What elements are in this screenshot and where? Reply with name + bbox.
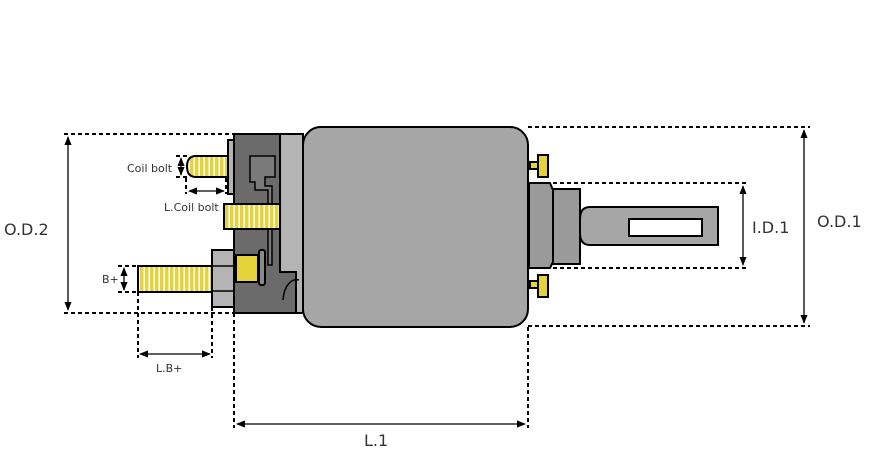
solenoid-body [302, 126, 529, 328]
b-plus-bolt [137, 265, 213, 293]
l1-label: L.1 [364, 431, 388, 450]
od1-label: O.D.1 [817, 212, 862, 231]
od2-label: O.D.2 [4, 220, 49, 239]
mounting-stud-top [537, 154, 549, 178]
bplus-label: B+ [102, 273, 119, 286]
coil-bolt [185, 155, 229, 178]
plunger-assembly [528, 154, 719, 298]
plunger-slot [628, 218, 703, 237]
l-coil-bolt-label: L.Coil bolt [164, 201, 219, 214]
id1-label: I.D.1 [752, 218, 789, 237]
lbplus-label: L.B+ [156, 362, 182, 375]
contact-block [235, 254, 259, 283]
mounting-stud-bottom [537, 274, 549, 298]
coil-bolt-threaded [223, 203, 281, 230]
terminal-cap [227, 133, 304, 314]
hex-nut [211, 249, 235, 308]
coil-bolt-label: Coil bolt [127, 162, 173, 175]
